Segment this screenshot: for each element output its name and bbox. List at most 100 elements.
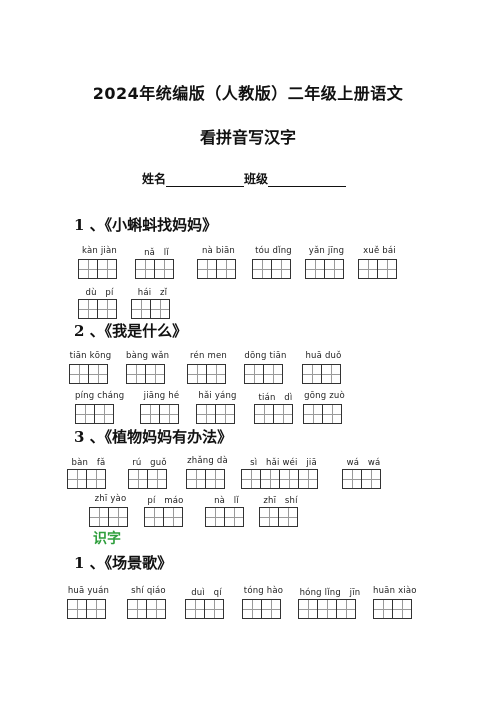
pinyin-item: rú guǒ [128,456,171,489]
tianzige-cell[interactable] [154,259,174,279]
pinyin-item: huā duǒ [302,351,345,384]
tianzige-cell[interactable] [302,364,322,384]
pinyin-label: pí máo [147,496,184,506]
pinyin-label: xuě bái [363,246,396,256]
name-label: 姓名 [142,172,167,186]
tianzige-cell[interactable] [186,469,206,489]
tianzige-cell[interactable] [78,259,98,279]
writing-grid [144,507,187,527]
tianzige-cell[interactable] [215,404,235,424]
tianzige-cell[interactable] [128,469,148,489]
tianzige-cell[interactable] [140,404,160,424]
tianzige-cell[interactable] [147,469,167,489]
tianzige-cell[interactable] [206,364,226,384]
tianzige-cell[interactable] [260,469,280,489]
tianzige-cell[interactable] [342,469,362,489]
writing-grid [302,364,345,384]
tianzige-cell[interactable] [131,299,151,319]
pinyin-label: rú guǒ [132,458,167,468]
pinyin-label: tóu dǐng [255,246,292,256]
tianzige-cell[interactable] [254,404,274,424]
tianzige-cell[interactable] [278,507,298,527]
tianzige-cell[interactable] [75,404,95,424]
tianzige-cell[interactable] [126,364,146,384]
tianzige-cell[interactable] [146,599,166,619]
tianzige-cell[interactable] [322,404,342,424]
pinyin-label: huā duǒ [305,351,342,361]
tianzige-cell[interactable] [108,507,128,527]
tianzige-cell[interactable] [187,364,207,384]
tianzige-cell[interactable] [242,599,262,619]
tianzige-cell[interactable] [324,259,344,279]
tianzige-cell[interactable] [216,259,236,279]
tianzige-cell[interactable] [69,364,89,384]
page-title: 2024年统编版（人教版）二年级上册语文 [92,84,404,103]
pinyin-item: nǎ lǐ [135,246,178,279]
tianzige-cell[interactable] [263,364,283,384]
tianzige-cell[interactable] [244,364,264,384]
tianzige-cell[interactable] [377,259,397,279]
section-heading: 1 、《场景歌》 [74,554,173,572]
writing-grid [259,507,302,527]
tianzige-cell[interactable] [241,469,261,489]
tianzige-cell[interactable] [67,599,87,619]
tianzige-cell[interactable] [358,259,378,279]
name-line[interactable] [166,173,245,187]
tianzige-cell[interactable] [97,259,117,279]
tianzige-cell[interactable] [205,469,225,489]
tianzige-cell[interactable] [197,259,217,279]
tianzige-cell[interactable] [298,599,318,619]
tianzige-cell[interactable] [67,469,87,489]
pinyin-label: zhī yào [94,494,127,504]
tianzige-cell[interactable] [321,364,341,384]
tianzige-cell[interactable] [261,599,281,619]
tianzige-cell[interactable] [303,404,323,424]
tianzige-cell[interactable] [88,364,108,384]
tianzige-cell[interactable] [78,299,98,319]
writing-grid [242,599,285,619]
tianzige-cell[interactable] [89,507,109,527]
tianzige-cell[interactable] [259,507,279,527]
writing-grid [298,599,362,619]
tianzige-cell[interactable] [336,599,356,619]
tianzige-cell[interactable] [97,299,117,319]
pinyin-label: jiāng hé [143,391,180,401]
tianzige-cell[interactable] [86,469,106,489]
tianzige-cell[interactable] [273,404,293,424]
tianzige-cell[interactable] [271,259,291,279]
tianzige-cell[interactable] [392,599,412,619]
class-line[interactable] [268,173,347,187]
tianzige-cell[interactable] [163,507,183,527]
writing-grid [69,364,112,384]
pinyin-label: hái zǐ [137,288,168,298]
writing-grid [126,364,169,384]
tianzige-cell[interactable] [185,599,205,619]
tianzige-cell[interactable] [298,469,318,489]
tianzige-cell[interactable] [135,259,155,279]
tianzige-cell[interactable] [252,259,272,279]
tianzige-cell[interactable] [305,259,325,279]
page-subtitle: 看拼音写汉字 [199,128,296,147]
pinyin-item: jiāng hé [140,391,183,424]
pinyin-label: sì hǎi wéi jiā [250,458,317,468]
section-heading: 3 、《植物妈妈有办法》 [74,428,233,446]
tianzige-cell[interactable] [361,469,381,489]
tianzige-cell[interactable] [94,404,114,424]
tianzige-cell[interactable] [373,599,393,619]
tianzige-cell[interactable] [144,507,164,527]
tianzige-cell[interactable] [224,507,244,527]
tianzige-cell[interactable] [86,599,106,619]
tianzige-cell[interactable] [317,599,337,619]
tianzige-cell[interactable] [205,507,225,527]
writing-grid [244,364,287,384]
pinyin-label: wá wá [346,458,381,468]
tianzige-cell[interactable] [150,299,170,319]
tianzige-cell[interactable] [127,599,147,619]
tianzige-cell[interactable] [159,404,179,424]
tianzige-cell[interactable] [279,469,299,489]
tianzige-cell[interactable] [145,364,165,384]
pinyin-item: huā yuán [67,586,110,619]
pinyin-item: zhī shí [259,494,302,527]
tianzige-cell[interactable] [196,404,216,424]
tianzige-cell[interactable] [204,599,224,619]
